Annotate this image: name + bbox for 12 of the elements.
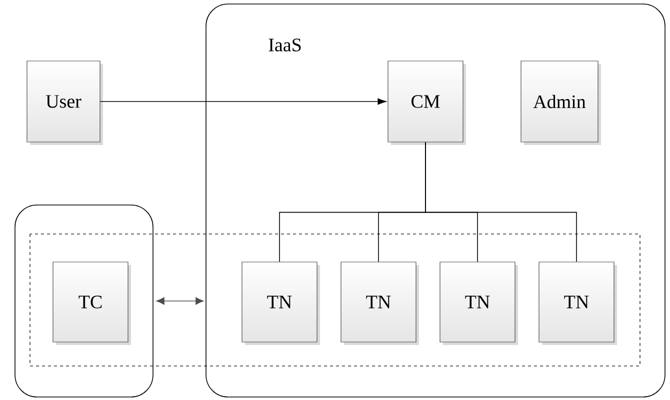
process-box: TC <box>52 262 131 345</box>
connector <box>425 142 577 262</box>
process-box: User <box>26 60 103 145</box>
process-box: TN <box>340 262 419 345</box>
connector <box>156 297 204 305</box>
process-box: TN <box>242 262 320 345</box>
process-box: TN <box>538 262 617 345</box>
process-box: CM <box>388 60 466 145</box>
rounded-frame <box>14 204 154 398</box>
process-box: TN <box>440 262 518 345</box>
process-box: Admin <box>520 60 601 145</box>
connector <box>100 98 386 105</box>
